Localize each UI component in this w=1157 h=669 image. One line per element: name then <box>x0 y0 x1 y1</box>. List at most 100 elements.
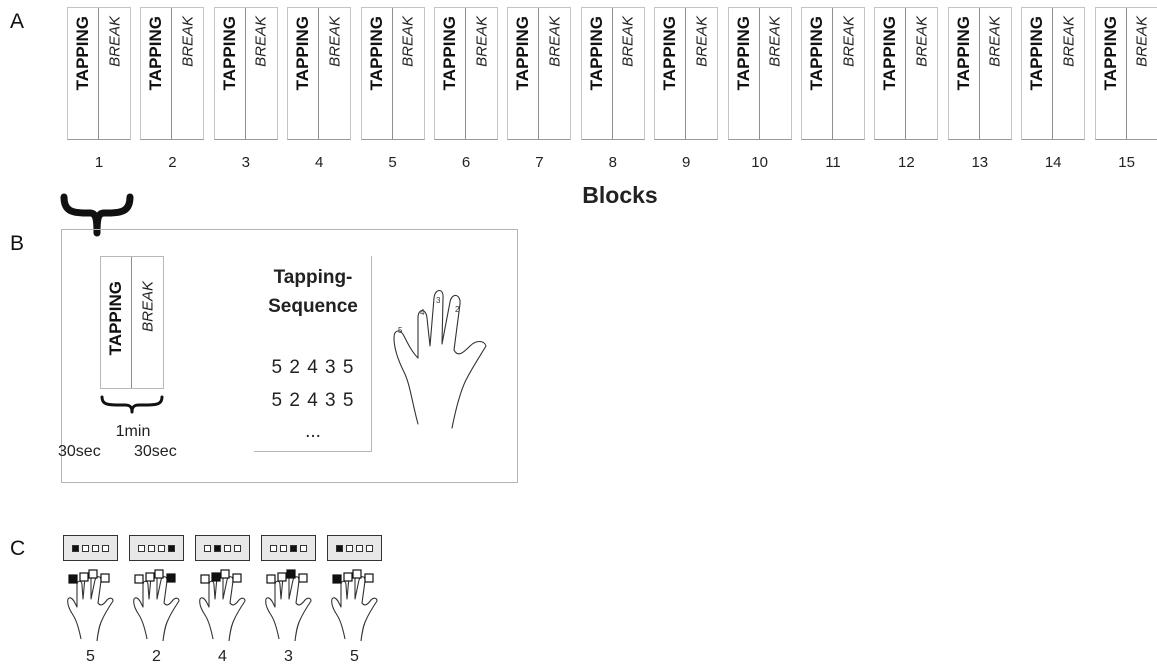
sequence-line-1: 5 2 4 3 5 <box>271 357 355 378</box>
detail-tapping-label: TAPPING <box>106 281 125 356</box>
tapping-half: TAPPING <box>68 8 99 139</box>
stimulus-square <box>356 545 363 552</box>
finger-marker <box>364 573 374 583</box>
stimulus-square <box>234 545 241 552</box>
block: TAPPING BREAK <box>360 7 425 140</box>
finger-marker <box>343 572 353 582</box>
break-half: BREAK <box>1127 8 1157 139</box>
trial-finger-number: 5 <box>86 648 95 665</box>
tapping-label: TAPPING <box>219 16 239 91</box>
stimulus-square <box>224 545 231 552</box>
stimulus-screen <box>129 535 184 561</box>
finger-number-2: 2 <box>455 305 460 314</box>
sequence-box <box>254 256 372 452</box>
tapping-half: TAPPING <box>435 8 466 139</box>
finger-marker-active <box>166 573 176 583</box>
stimulus-screen <box>327 535 382 561</box>
tapping-label: TAPPING <box>440 16 459 91</box>
hand-icon: 2 3 4 5 <box>393 289 487 429</box>
hand-icon <box>133 569 180 642</box>
break-label: BREAK <box>840 16 857 67</box>
finger-marker <box>88 569 98 579</box>
sequence-title: Tapping- Sequence <box>254 263 372 321</box>
stimulus-square <box>270 545 277 552</box>
hand-icon <box>331 569 378 642</box>
tapping-label: TAPPING <box>660 16 680 91</box>
stimulus-square-active <box>214 545 221 552</box>
break-half: BREAK <box>686 8 717 139</box>
block-number: 9 <box>682 154 691 171</box>
stimulus-square <box>300 545 307 552</box>
finger-marker <box>79 572 89 582</box>
tapping-label: TAPPING <box>586 16 606 91</box>
finger-marker <box>134 574 144 584</box>
trial-finger-number: 3 <box>284 648 293 665</box>
finger-marker <box>298 573 308 583</box>
block-number: 11 <box>825 154 841 171</box>
tapping-label: TAPPING <box>1027 16 1047 91</box>
break-half: BREAK <box>760 8 791 139</box>
sequence-line-2: 5 2 4 3 5 <box>271 390 355 411</box>
block-number: 10 <box>751 154 768 171</box>
finger-marker <box>277 572 287 582</box>
panel-label-c: C <box>10 537 26 560</box>
finger-marker-active <box>68 574 78 584</box>
stimulus-screen <box>261 535 316 561</box>
tapping-label: TAPPING <box>1100 16 1120 91</box>
tapping-half: TAPPING <box>1022 8 1054 139</box>
block: TAPPING BREAK <box>434 7 498 140</box>
finger-marker <box>232 573 242 583</box>
break-label: BREAK <box>399 16 417 67</box>
break-half: BREAK <box>833 8 864 139</box>
block-detail-frame <box>61 229 518 483</box>
stimulus-square-active <box>168 545 175 552</box>
break-label: BREAK <box>106 16 123 67</box>
block-number: 5 <box>388 154 397 171</box>
break-half: BREAK <box>1053 8 1084 139</box>
break-half: BREAK <box>319 8 350 139</box>
block-number: 3 <box>241 154 250 171</box>
finger-marker <box>220 569 230 579</box>
finger-marker <box>266 574 276 584</box>
stimulus-screen <box>195 535 250 561</box>
hand-icon <box>67 569 114 642</box>
tapping-label: TAPPING <box>513 16 533 91</box>
panel-label-b: B <box>10 232 25 255</box>
total-duration: 1min <box>115 423 151 440</box>
finger-marker <box>352 569 362 579</box>
blocks-axis-label: Blocks <box>582 182 658 208</box>
break-duration: 30sec <box>134 443 177 460</box>
block-number: 7 <box>535 154 544 171</box>
tapping-label: TAPPING <box>146 16 166 91</box>
block: TAPPING BREAK <box>874 7 939 140</box>
tapping-label: TAPPING <box>880 16 900 91</box>
sequence-title-line2: Sequence <box>268 296 358 317</box>
tapping-half: TAPPING <box>582 8 613 139</box>
trial-finger-number: 2 <box>152 648 161 665</box>
block-number: 12 <box>898 154 915 171</box>
break-half: BREAK <box>906 8 937 139</box>
stimulus-square-active <box>72 545 79 552</box>
tapping-half: TAPPING <box>508 8 540 139</box>
break-label: BREAK <box>473 16 490 67</box>
break-half: BREAK <box>466 8 497 139</box>
tapping-half: TAPPING <box>655 8 687 139</box>
duration-brace <box>100 395 164 414</box>
trial-item: 5 <box>327 535 387 665</box>
stimulus-square <box>204 545 211 552</box>
trial-item: 4 <box>195 535 255 665</box>
block-number: 6 <box>461 154 471 171</box>
tapping-label: TAPPING <box>73 16 92 91</box>
block-number: 13 <box>971 154 989 171</box>
finger-marker-active <box>286 569 296 579</box>
break-label: BREAK <box>1133 16 1151 67</box>
block: TAPPING BREAK <box>1021 7 1086 140</box>
stimulus-square-active <box>290 545 297 552</box>
break-half: BREAK <box>172 8 203 139</box>
finger-marker-active <box>211 572 221 582</box>
tapping-label: TAPPING <box>366 16 386 91</box>
